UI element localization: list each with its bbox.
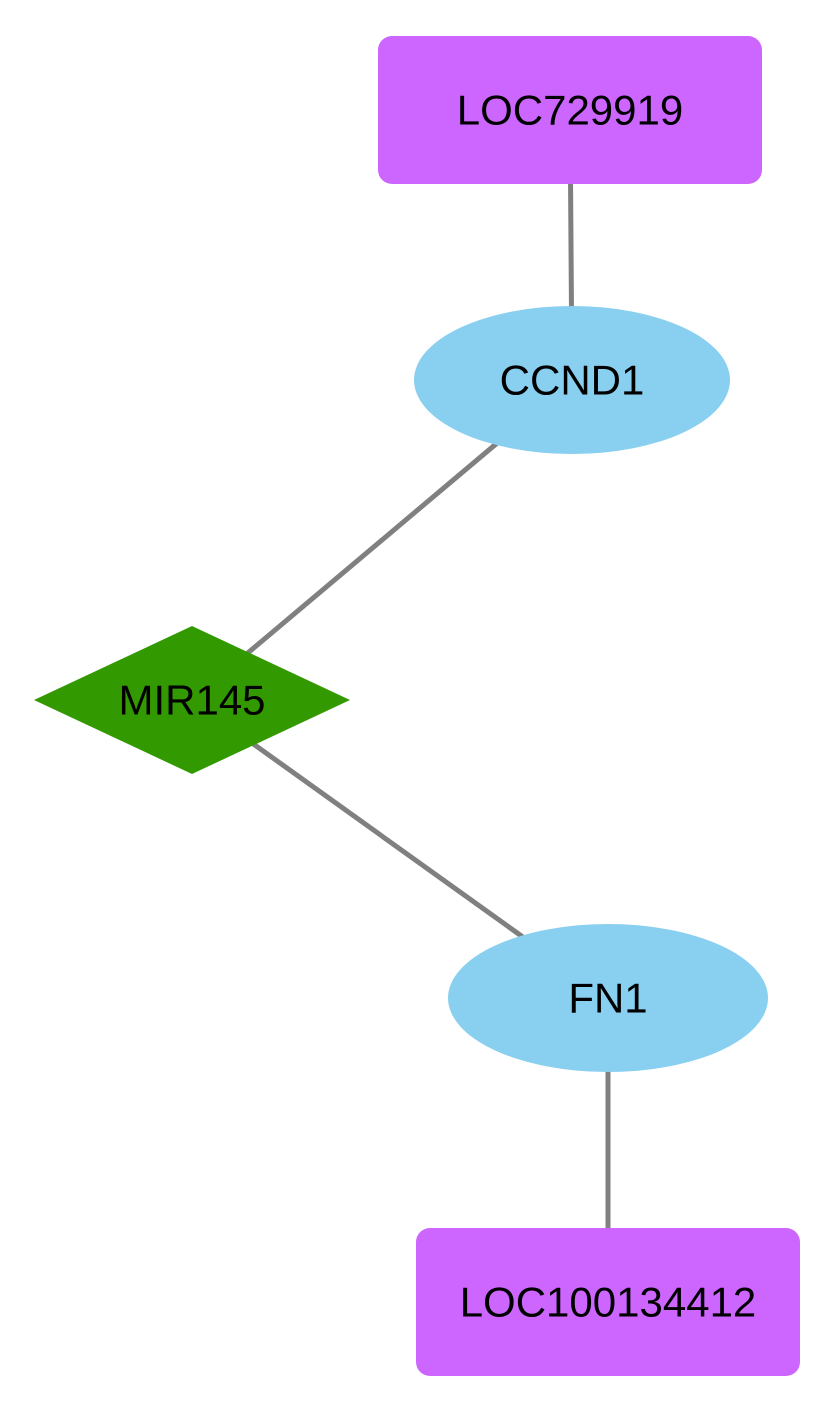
node-fn1[interactable]: FN1 (448, 924, 768, 1072)
node-mir145[interactable]: MIR145 (34, 626, 350, 774)
node-label: LOC100134412 (460, 1279, 757, 1326)
node-label: MIR145 (118, 677, 265, 724)
node-label: FN1 (568, 975, 647, 1022)
rectangle-shape (378, 36, 762, 184)
diamond-shape (34, 626, 350, 774)
node-loc729919[interactable]: LOC729919 (378, 36, 762, 184)
ellipse-shape (448, 924, 768, 1072)
node-label: LOC729919 (457, 87, 684, 134)
rectangle-shape (416, 1228, 800, 1376)
node-loc100134412[interactable]: LOC100134412 (416, 1228, 800, 1376)
node-label: CCND1 (500, 357, 645, 404)
node-ccnd1[interactable]: CCND1 (414, 306, 730, 454)
ellipse-shape (414, 306, 730, 454)
